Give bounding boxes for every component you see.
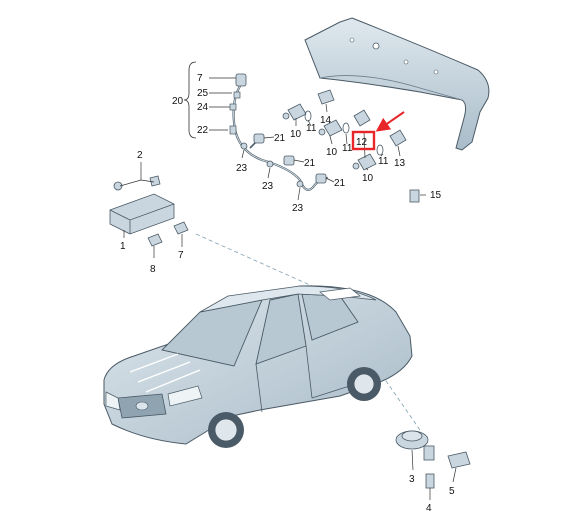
connector-7 bbox=[173, 221, 189, 235]
harness-clip-23a bbox=[240, 142, 248, 150]
callout-21b: 21 bbox=[304, 158, 316, 169]
sensor-holder-14 bbox=[317, 89, 335, 105]
callout-4: 4 bbox=[426, 503, 432, 514]
highlight-arrow bbox=[375, 111, 405, 132]
leader-lines bbox=[119, 103, 457, 500]
parking-sensor-10b bbox=[323, 119, 343, 137]
parking-sensor-10a bbox=[287, 103, 307, 121]
parking-sensor-10c bbox=[357, 153, 377, 171]
callout-12: 12 bbox=[356, 137, 368, 148]
harness-group-bracket bbox=[183, 61, 236, 139]
harness-plug-21a bbox=[253, 133, 265, 144]
callout-1: 1 bbox=[120, 241, 126, 252]
sensor-holder-13 bbox=[389, 129, 407, 147]
callout-23b: 23 bbox=[262, 181, 274, 192]
callout-11c: 11 bbox=[378, 156, 389, 167]
connector-5 bbox=[447, 451, 471, 469]
callout-21c: 21 bbox=[334, 178, 346, 189]
parking-sensor-10c-head bbox=[352, 162, 360, 170]
callout-15: 15 bbox=[430, 190, 442, 201]
harness-plug-21c bbox=[315, 173, 327, 184]
callout-10b: 10 bbox=[326, 147, 338, 158]
rear-wheel bbox=[347, 367, 381, 401]
callout-11b: 11 bbox=[342, 143, 353, 154]
callout-5: 5 bbox=[449, 486, 455, 497]
harness-clip-22 bbox=[229, 125, 237, 135]
front-wheel bbox=[208, 412, 244, 448]
nut-2b bbox=[149, 175, 161, 187]
parking-sensor-10b-head bbox=[318, 128, 326, 136]
callout-22: 22 bbox=[197, 125, 209, 136]
callout-13: 13 bbox=[394, 158, 406, 169]
harness-plug-21b bbox=[283, 155, 295, 166]
harness-clip-24 bbox=[229, 103, 237, 111]
sensor-holder-12 bbox=[353, 109, 371, 127]
callout-10c: 10 bbox=[362, 173, 374, 184]
callout-8: 8 bbox=[150, 264, 156, 275]
callout-20: 20 bbox=[172, 96, 184, 107]
highlight-box-12 bbox=[351, 130, 376, 151]
callout-7-control: 7 bbox=[178, 250, 184, 261]
rear-bumper bbox=[304, 17, 490, 151]
callout-3: 3 bbox=[409, 474, 415, 485]
harness-clip-25 bbox=[233, 91, 241, 99]
nut-2a bbox=[113, 181, 123, 191]
control-unit-group bbox=[109, 175, 189, 247]
buzzer-bracket bbox=[423, 445, 435, 461]
sensor-ring-11c bbox=[376, 144, 384, 156]
callout-2: 2 bbox=[137, 150, 143, 161]
callout-21a: 21 bbox=[274, 133, 286, 144]
bolt-4 bbox=[425, 473, 435, 489]
callout-labels: 2 1 8 7 7 25 20 24 22 23 23 23 21 21 21 … bbox=[120, 73, 455, 514]
harness-clip-23c bbox=[296, 180, 304, 188]
sensor-cap-15 bbox=[409, 189, 420, 203]
sensor-ring-11a bbox=[304, 110, 312, 122]
sensor-ring-11b bbox=[342, 122, 350, 134]
callout-11a: 11 bbox=[306, 123, 317, 134]
callout-10a: 10 bbox=[290, 129, 302, 140]
harness-connector-7 bbox=[235, 73, 247, 87]
sensor-parts bbox=[282, 89, 420, 203]
callout-14: 14 bbox=[320, 115, 332, 126]
connector-8 bbox=[147, 233, 163, 247]
harness-clip-23b bbox=[266, 160, 274, 168]
callout-23a: 23 bbox=[236, 163, 248, 174]
wiring-harness bbox=[229, 73, 329, 191]
callout-25: 25 bbox=[197, 88, 209, 99]
parking-sensor-10a-head bbox=[282, 112, 290, 120]
buzzer-group bbox=[395, 430, 471, 489]
callout-7-harness: 7 bbox=[197, 73, 203, 84]
control-unit-1 bbox=[109, 193, 175, 235]
callout-24: 24 bbox=[197, 102, 209, 113]
callout-23c: 23 bbox=[292, 203, 304, 214]
car-illustration bbox=[103, 285, 413, 448]
